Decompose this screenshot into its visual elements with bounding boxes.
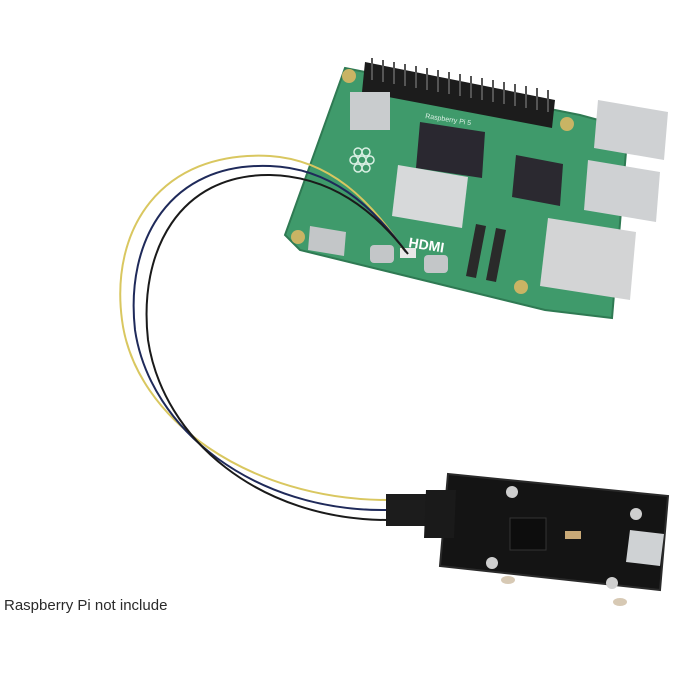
ic-chip [509,517,547,551]
mounting-hole [630,508,642,520]
caption-text: Raspberry Pi not include [4,597,168,614]
mounting-hole [606,577,618,589]
fpc-connector [486,228,506,282]
usb-port [584,160,660,222]
dupont-connector [386,494,432,526]
pin-header [424,490,456,538]
standoff [501,576,515,584]
wifi-shield [350,92,390,130]
mounting-hole [291,230,305,244]
ram-chip [416,122,485,178]
raspberry-pi-board: Raspberry Pi 5 HDMI [283,58,668,320]
led [565,531,581,539]
mounting-hole [342,69,356,83]
mounting-hole [560,117,574,131]
mounting-hole [486,557,498,569]
raspberry-logo-icon [349,147,375,173]
mounting-hole [514,280,528,294]
usb-c-power-port [308,226,346,256]
gpio-header [362,58,555,128]
soc-heatsink [392,165,468,228]
micro-hdmi-port [370,245,394,263]
mounting-hole [506,486,518,498]
hdmi-silk-label: HDMI [408,234,446,255]
ethernet-port [540,218,636,300]
usb-c-port [626,530,664,566]
usb-port [594,100,668,160]
micro-hdmi-port [424,255,448,273]
standoff [613,598,627,606]
fpc-connector [466,224,486,278]
rp1-chip [512,155,563,206]
jumper-wires [119,154,409,521]
usb-ttl-adapter [386,472,670,606]
